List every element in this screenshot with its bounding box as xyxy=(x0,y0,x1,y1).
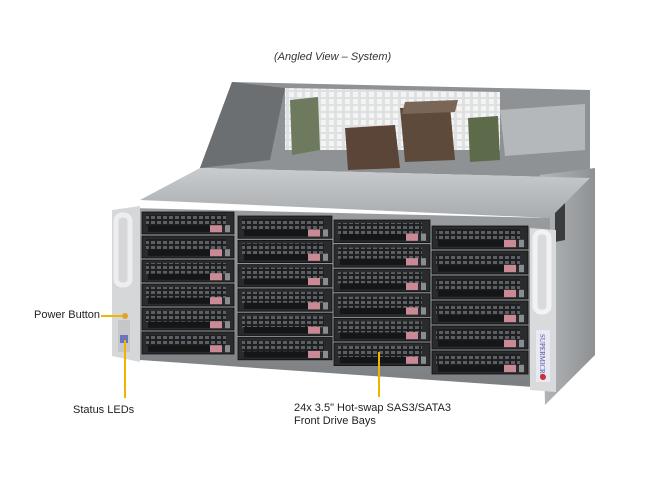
drive-release-tab xyxy=(406,258,418,266)
status-leds-leader-line xyxy=(124,340,126,398)
drive-release-tab xyxy=(504,314,516,323)
drive-tray[interactable] xyxy=(141,307,235,331)
drive-tray[interactable] xyxy=(141,235,235,259)
drive-tray[interactable] xyxy=(141,211,235,235)
power-button-label: Power Button xyxy=(34,309,101,321)
drive-tray[interactable] xyxy=(431,275,529,300)
power-button-leader-line xyxy=(101,315,123,317)
drive-bay-grid xyxy=(141,211,529,375)
drive-release-tab xyxy=(504,339,516,348)
drive-tray[interactable] xyxy=(237,337,333,361)
drive-release-tab xyxy=(504,289,516,298)
drive-bays-leader-line xyxy=(378,352,380,397)
drive-tray[interactable] xyxy=(333,268,431,293)
svg-text:SUPERMICRO: SUPERMICRO xyxy=(538,334,546,379)
drive-release-tab xyxy=(210,321,222,329)
drive-tray[interactable] xyxy=(237,239,333,264)
drive-release-tab xyxy=(406,307,418,315)
drive-release-tab xyxy=(308,229,320,237)
drive-tray[interactable] xyxy=(333,293,431,317)
drive-release-tab xyxy=(308,302,320,310)
drive-bays-label-line2: Front Drive Bays xyxy=(294,415,376,427)
drive-tray[interactable] xyxy=(333,244,431,268)
drive-release-tab xyxy=(406,356,418,364)
drive-release-tab xyxy=(406,233,418,241)
drive-tray[interactable] xyxy=(237,312,333,336)
drive-release-tab xyxy=(210,273,222,281)
drive-release-tab xyxy=(210,225,222,233)
drive-release-tab xyxy=(406,282,418,290)
drive-tray[interactable] xyxy=(141,283,235,307)
drive-release-tab xyxy=(504,239,516,248)
drive-release-tab xyxy=(504,264,516,273)
drive-tray[interactable] xyxy=(431,250,529,275)
drive-tray[interactable] xyxy=(237,215,333,239)
drive-tray[interactable] xyxy=(237,288,333,312)
drive-release-tab xyxy=(308,277,320,286)
drive-release-tab xyxy=(308,253,320,261)
drive-bays-label-line1: 24x 3.5" Hot-swap SAS3/SATA3 xyxy=(294,402,451,414)
drive-tray[interactable] xyxy=(431,225,529,250)
status-leds-label: Status LEDs xyxy=(73,404,135,416)
drive-tray[interactable] xyxy=(237,264,333,288)
drive-release-tab xyxy=(308,326,320,334)
view-caption: (Angled View – System) xyxy=(274,51,392,63)
drive-release-tab xyxy=(210,297,222,305)
drive-tray[interactable] xyxy=(333,219,431,244)
drive-release-tab xyxy=(504,364,516,373)
drive-tray[interactable] xyxy=(333,342,431,367)
drive-tray[interactable] xyxy=(431,300,529,325)
drive-release-tab xyxy=(308,350,320,359)
drive-tray[interactable] xyxy=(141,331,235,355)
drive-bays-label: 24x 3.5" Hot-swap SAS3/SATA3 Front Drive… xyxy=(294,402,451,428)
drive-tray[interactable] xyxy=(431,350,529,375)
drive-tray[interactable] xyxy=(431,325,529,350)
drive-release-tab xyxy=(406,331,418,340)
drive-tray[interactable] xyxy=(141,259,235,283)
drive-release-tab xyxy=(210,345,222,353)
drive-tray[interactable] xyxy=(333,317,431,342)
drive-release-tab xyxy=(210,249,222,257)
